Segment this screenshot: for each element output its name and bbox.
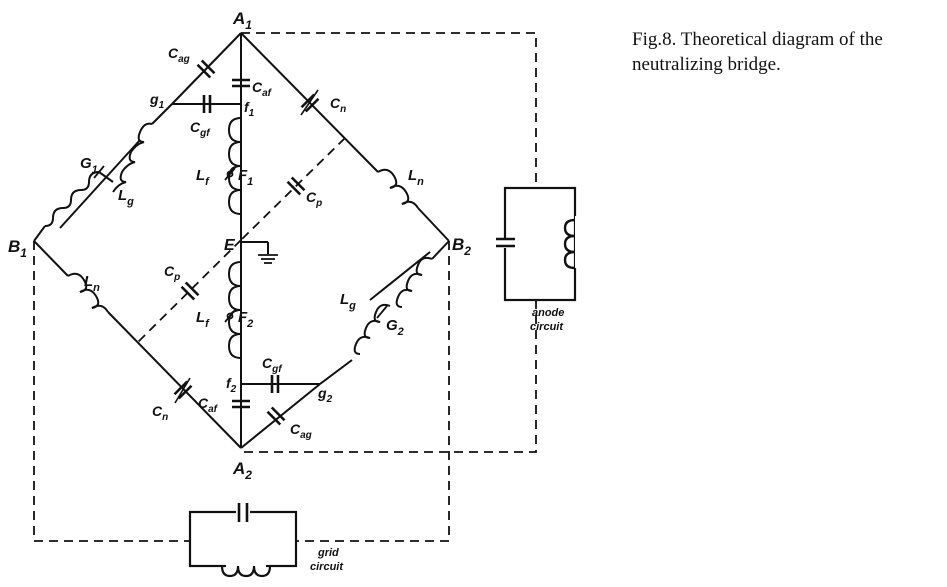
label-a2: A2 [232,459,252,482]
label-b1: B1 [8,237,27,260]
wire-lg-tap-right [369,251,431,301]
tap-g1 [93,165,105,179]
label-caf-top: Caf [252,79,273,99]
label-g1: G1 [80,155,98,176]
label-cn-top: Cn [330,95,346,115]
wire-g1-lg [151,103,173,125]
anode-circuit-label-1: anode [532,307,564,319]
wire-g2 [319,359,353,385]
variable-arrow-cn-top [300,89,319,116]
coil-ln-right [377,168,419,209]
grid-circuit-label-1: grid [317,547,339,559]
dashed-grid-left [33,241,190,542]
label-g2: g2 [317,385,333,405]
label-ln-left: Ln [84,273,100,294]
label-lf-top: Lf [196,167,210,188]
tap-f2-dot [226,312,234,320]
label-lg-right: Lg [340,291,356,312]
label-f1: f1 [244,99,255,119]
coil-lf-top [227,117,242,215]
wire-b1-ln [33,240,69,277]
grid-capacitor [236,502,250,524]
label-cn-bottom: Cn [152,403,168,423]
dashed-anode-return [241,300,537,453]
coil-lf-bottom [227,261,242,359]
dashed-grid-right [296,241,450,542]
wire-lg-tap-left [59,139,141,229]
label-cag-bottom: Cag [290,421,312,441]
label-cgf-top: Cgf [190,119,211,139]
tap-f2 [224,309,236,323]
label-g2: G2 [386,317,404,338]
coil-g2-right [353,303,391,355]
tap-g2 [376,305,388,319]
variable-arrow-cn-bottom [174,377,191,404]
dashed-anode-loop [241,32,537,188]
label-g1: g1 [149,91,165,111]
tap-f1 [224,167,236,181]
label-cp-top: Cp [306,189,322,209]
label-ln-right: Ln [408,167,424,188]
wire-ln-cn [107,311,242,449]
label-lg-left: Lg [118,187,134,208]
capacitor-cag-bottom [266,406,286,426]
coil-lg-right [395,256,433,308]
anode-capacitor [495,237,517,248]
label-cgf-bottom: Cgf [262,355,283,375]
dashed-cp-lower [135,239,242,345]
grid-circuit-label-2: circuit [310,561,344,573]
label-caf-bottom: Caf [198,395,219,415]
label-f2: F2 [238,309,253,330]
coil-ln-left [67,272,109,313]
label-e: E [224,237,236,254]
label-f2: f2 [226,375,237,395]
wire-b2-lg [431,240,450,260]
wire-lg-b1 [33,225,46,242]
coil-lg-left [112,122,153,193]
label-lf-bottom: Lf [196,309,210,330]
ground-icon [258,254,278,264]
figure-caption: Fig.8. Theoretical diagram of the neutra… [632,29,883,75]
label-a1: A1 [232,9,252,32]
wire-a1-g1 [171,32,242,105]
dashed-cp-upper [240,137,346,241]
label-b2: B2 [452,235,471,258]
label-f1: F1 [238,167,253,188]
grid-coil [220,565,272,578]
label-cag-top: Cag [168,45,190,65]
wire-ln-b2 [417,207,450,242]
anode-circuit-label-2: circuit [530,321,564,333]
tap-f1-dot [226,170,234,178]
label-cp-bottom: Cp [164,263,180,283]
coil-g1-left [44,171,100,227]
